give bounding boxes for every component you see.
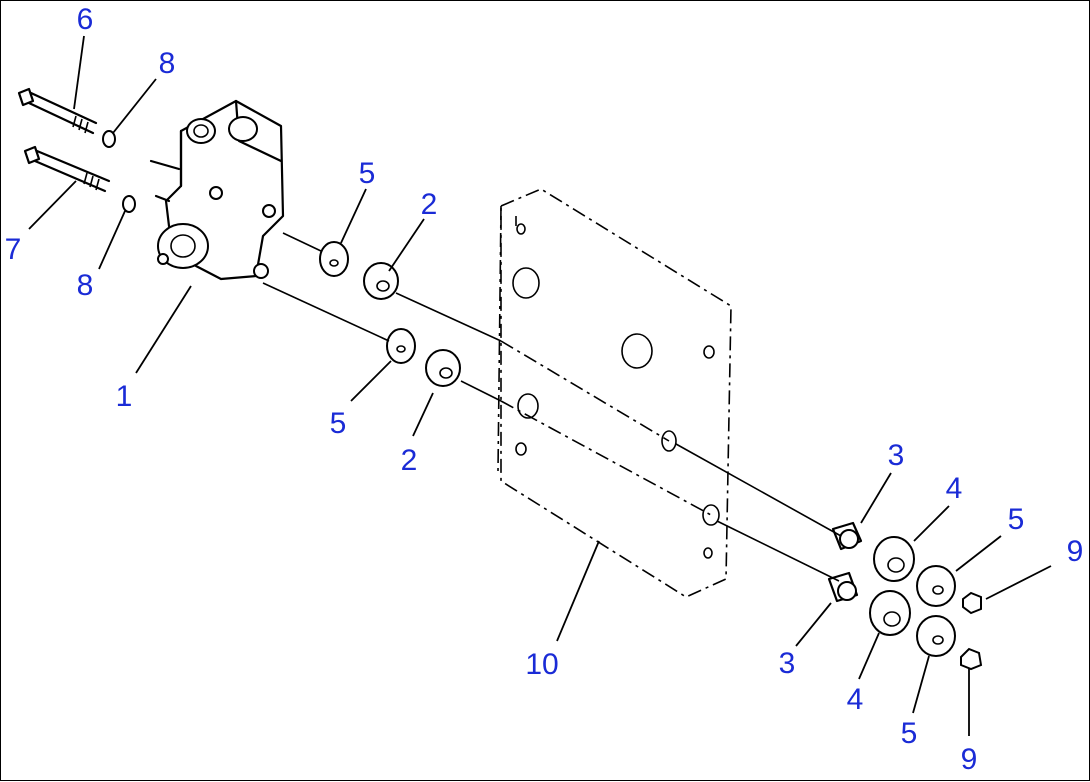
callout-3: 3	[888, 439, 905, 472]
callout-2: 2	[401, 444, 418, 477]
callout-labels: 6 8 7 8 1 5 2 5 2 10 3 4 5 9 3 4 5 9	[5, 3, 1084, 776]
leader-lines	[28, 35, 1052, 736]
callout-5: 5	[330, 407, 347, 440]
callout-2: 2	[421, 188, 438, 221]
left-washers-spacers	[319, 241, 461, 387]
mounting-plate	[497, 188, 732, 598]
callout-6: 6	[77, 3, 94, 36]
assembly-lines	[262, 232, 842, 582]
callout-5: 5	[901, 717, 918, 750]
valve-body	[149, 99, 285, 281]
callout-9: 9	[961, 743, 978, 776]
callout-9: 9	[1067, 535, 1084, 568]
callout-3: 3	[779, 647, 796, 680]
callout-4: 4	[847, 683, 864, 716]
right-hardware	[827, 521, 983, 671]
callout-1: 1	[116, 380, 133, 413]
callout-10: 10	[525, 648, 558, 681]
callout-7: 7	[5, 233, 22, 266]
bolts-and-washers	[17, 87, 136, 213]
callout-8: 8	[77, 269, 94, 302]
callout-5: 5	[359, 157, 376, 190]
callout-5: 5	[1008, 503, 1025, 536]
callout-8: 8	[159, 47, 176, 80]
callout-4: 4	[946, 472, 963, 505]
